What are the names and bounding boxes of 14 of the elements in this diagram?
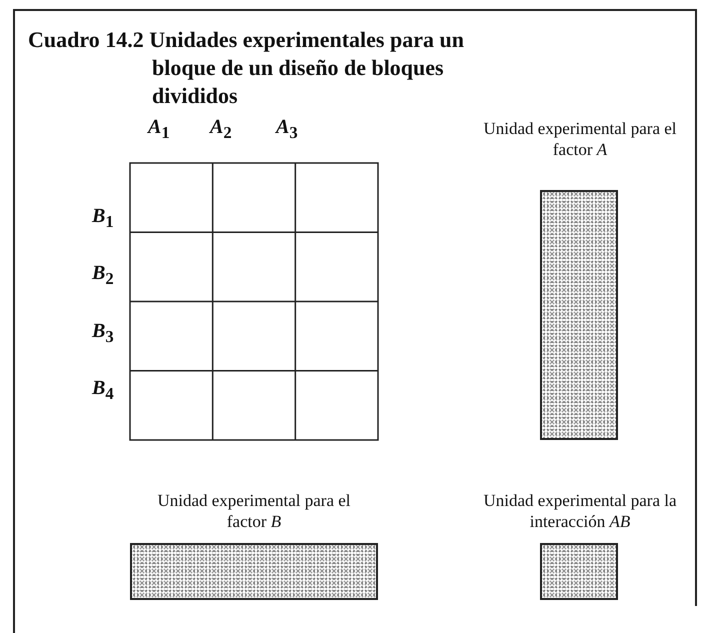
row-label: B$_{1}$ [92, 205, 114, 232]
block-caption: Unidad experimental para el factor A [482, 118, 678, 160]
row-label: B$_{3}$ [92, 320, 114, 347]
row-label: B$_{4}$ [92, 377, 114, 404]
block-caption: Unidad experimental para la interacción AB [482, 490, 678, 532]
figure-title: Cuadro 14.2 Unidades experimentales para un bloque de un diseño de bloques divididos [28, 26, 465, 110]
shaded-block [540, 190, 618, 440]
column-label: A$_{1}$ [148, 116, 170, 143]
shaded-block [130, 543, 378, 600]
shaded-block [540, 543, 618, 600]
row-label: B$_{2}$ [92, 262, 114, 289]
column-label: A$_{3}$ [276, 116, 298, 143]
block-caption: Unidad experimental para el factor B [156, 490, 352, 532]
column-label: A$_{2}$ [210, 116, 232, 143]
